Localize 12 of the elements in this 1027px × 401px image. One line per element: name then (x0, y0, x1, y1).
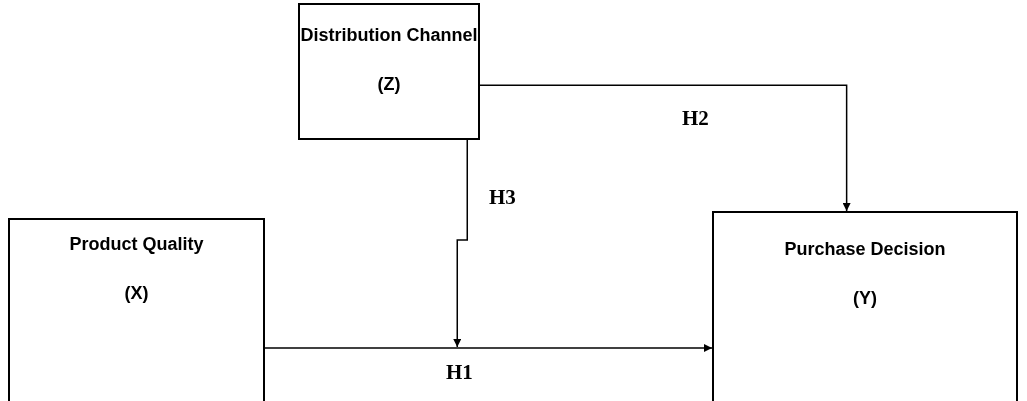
variable-symbol: (X) (124, 283, 149, 304)
variable-box (712, 211, 1018, 401)
arrow (479, 84, 851, 212)
variable-box (298, 3, 480, 140)
variable-box (8, 218, 265, 401)
variable-symbol: (Y) (853, 288, 877, 309)
variable-name: Distribution Channel (300, 25, 478, 46)
arrow (453, 139, 468, 348)
arrow (264, 344, 713, 352)
variable-name: Purchase Decision (784, 239, 946, 260)
variable-symbol: (Z) (377, 74, 401, 95)
variable-name: Product Quality (69, 234, 204, 255)
